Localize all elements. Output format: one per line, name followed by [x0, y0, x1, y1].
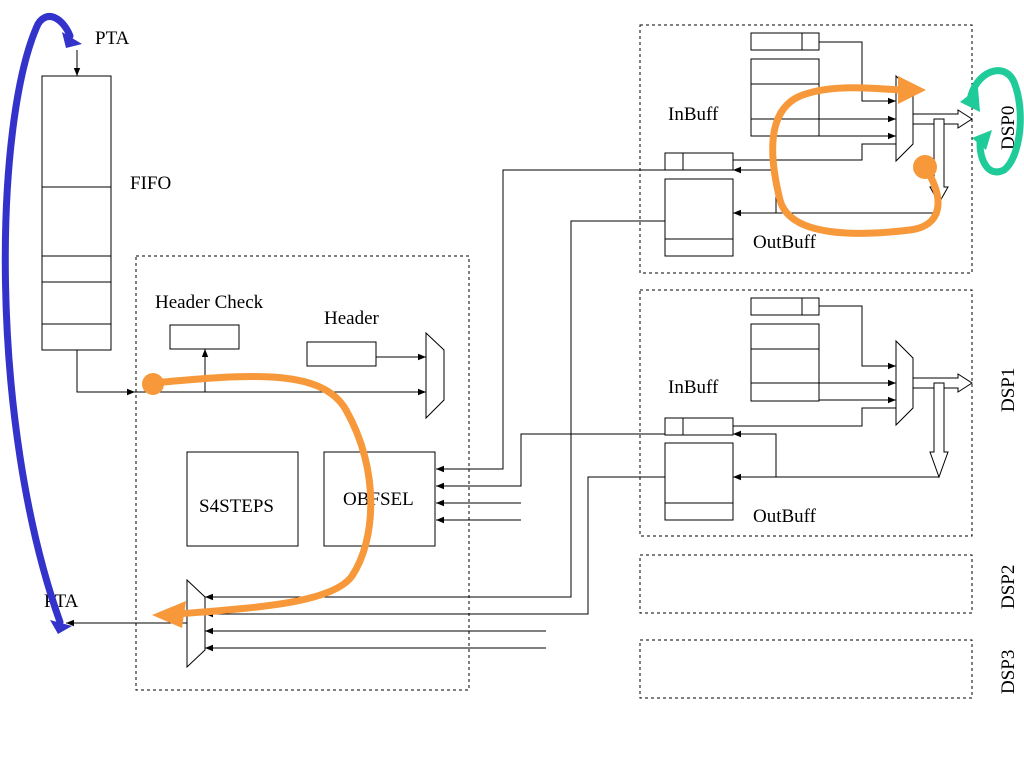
- dsp0-outbuff-to-mux-wire: [205, 220, 665, 601]
- controller-block: [135, 255, 470, 691]
- output-mux: [186, 578, 206, 669]
- dsp2-block: [639, 554, 973, 614]
- dsp1-block: [639, 289, 973, 537]
- dsp1-inbuff-to-obfsel-wire: [436, 433, 665, 490]
- header-register: [306, 341, 377, 367]
- header-label: Header: [324, 308, 380, 329]
- dsp0-inbuff-to-obfsel-wire: [436, 169, 665, 473]
- obfsel-box: [323, 451, 436, 547]
- fifo-block: [41, 75, 112, 351]
- s4steps-box: [186, 451, 299, 547]
- dsp1-inbuff-label: InBuff: [668, 377, 719, 398]
- dsp1-label: DSP1: [998, 368, 1019, 412]
- obfsel-label: OBFSEL: [343, 489, 414, 510]
- header-check-label: Header Check: [155, 292, 264, 313]
- fifo-output-wire: [76, 350, 135, 396]
- header-check-box: [169, 324, 240, 350]
- green-loop-path: [960, 67, 1024, 176]
- dsp0-label: DSP0: [998, 106, 1019, 150]
- s4steps-label: S4STEPS: [199, 496, 274, 517]
- blue-loop-path: [1, 13, 82, 634]
- dsp3-block: [639, 639, 973, 699]
- dsp1-outbuff-label: OutBuff: [753, 506, 817, 527]
- header-mux: [425, 331, 445, 420]
- pta-top-label: PTA: [95, 28, 130, 49]
- orange-flow-path: [142, 76, 942, 628]
- fifo-label: FIFO: [130, 173, 171, 194]
- dsp2-label: DSP2: [998, 565, 1019, 609]
- dsp1-outbuff-to-mux-wire: [205, 476, 665, 618]
- dsp3-label: DSP3: [998, 650, 1019, 694]
- dsp0-inbuff-label: InBuff: [668, 104, 719, 125]
- dsp0-outbuff-label: OutBuff: [753, 232, 817, 253]
